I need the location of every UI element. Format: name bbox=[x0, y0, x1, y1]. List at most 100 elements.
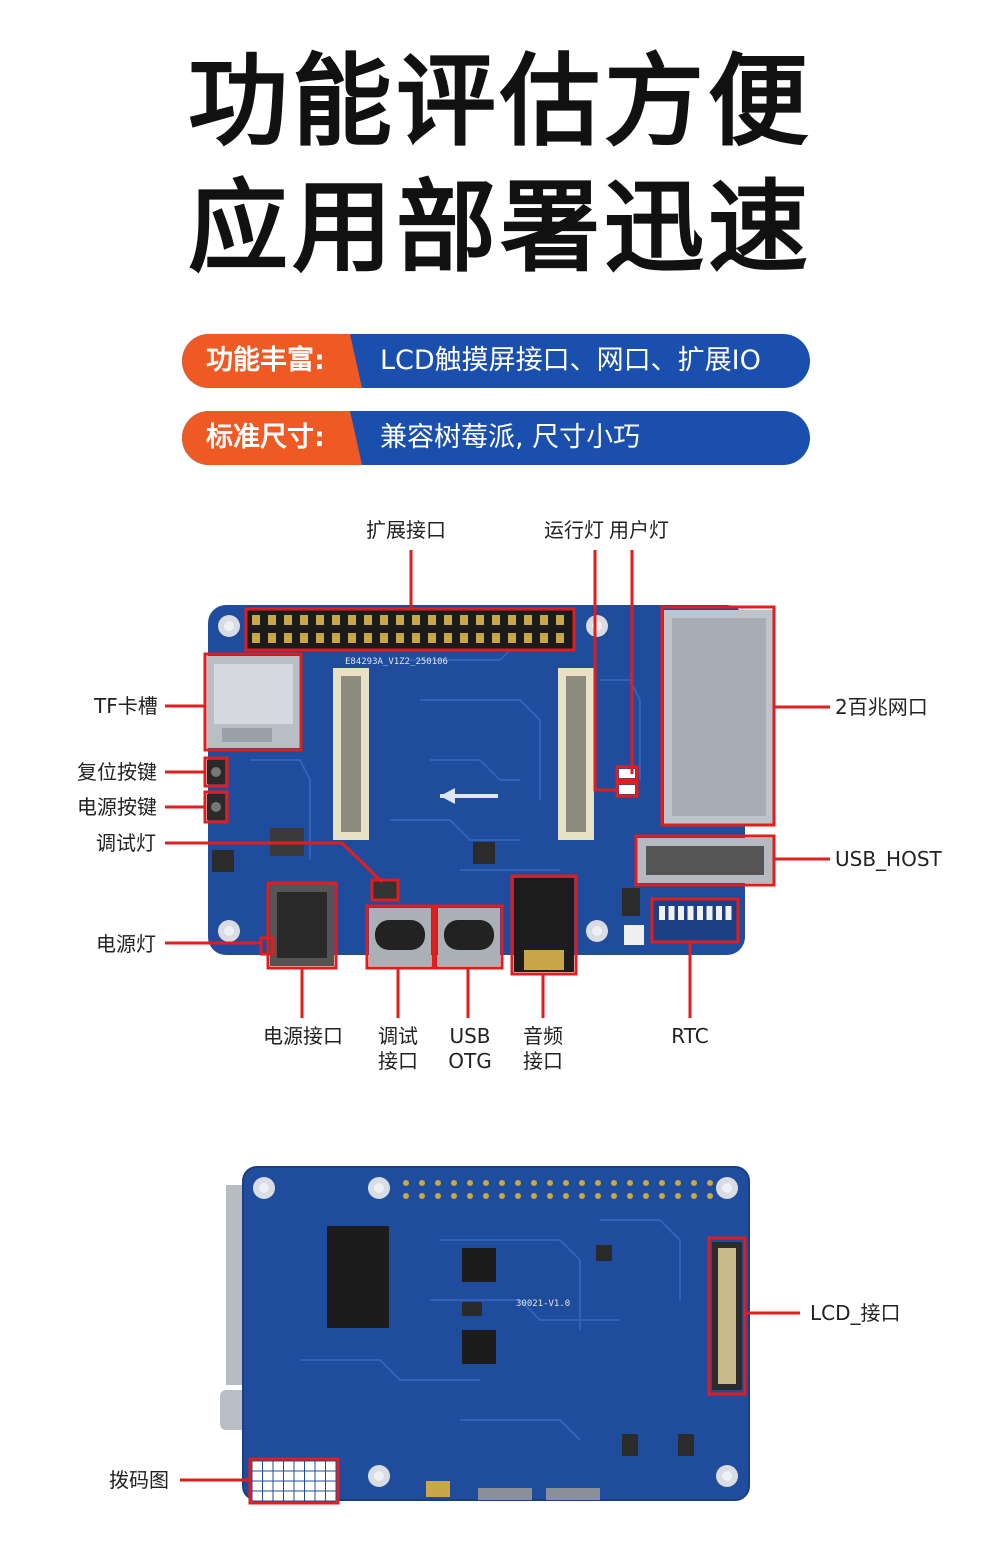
header-pin-hole bbox=[611, 1180, 617, 1186]
gpio-pin bbox=[492, 633, 500, 643]
dip-switch-key bbox=[697, 906, 703, 920]
header-pin-hole bbox=[707, 1180, 713, 1186]
gpio-pin bbox=[508, 633, 516, 643]
dip-switch-key bbox=[716, 906, 722, 920]
feature-banner-functions: 功能丰富: LCD触摸屏接口、网口、扩展IO bbox=[182, 334, 810, 388]
header-pin-hole bbox=[531, 1180, 537, 1186]
header-pin-hole bbox=[483, 1180, 489, 1186]
gpio-pin bbox=[348, 633, 356, 643]
gpio-pin bbox=[316, 633, 324, 643]
gpio-pin bbox=[428, 615, 436, 625]
header-pin-hole bbox=[675, 1193, 681, 1199]
banner-tag: 标准尺寸: bbox=[182, 411, 362, 465]
header-pin-hole bbox=[419, 1193, 425, 1199]
gpio-pin bbox=[332, 633, 340, 643]
header-pin-hole bbox=[691, 1193, 697, 1199]
header-pin-hole bbox=[435, 1180, 441, 1186]
gpio-pin bbox=[476, 615, 484, 625]
gpio-pin bbox=[332, 615, 340, 625]
top-board-silkscreen: E84293A_V1Z2_250106 bbox=[345, 657, 448, 667]
header-pin-hole bbox=[627, 1193, 633, 1199]
gpio-pin bbox=[460, 615, 468, 625]
callout-audio-port-line-1: 音频 bbox=[523, 1024, 563, 1048]
gpio-pin bbox=[492, 615, 500, 625]
gpio-pin bbox=[316, 615, 324, 625]
header-pin-hole bbox=[483, 1193, 489, 1199]
header-pin-hole bbox=[563, 1193, 569, 1199]
header-pin-hole bbox=[595, 1193, 601, 1199]
callout-debug-port: 调试 接口 bbox=[368, 1024, 428, 1074]
callout-audio-port-line-2: 接口 bbox=[523, 1049, 563, 1073]
gpio-pin bbox=[268, 615, 276, 625]
header-pin-hole bbox=[579, 1180, 585, 1186]
gpio-pin bbox=[284, 615, 292, 625]
callout-audio-port: 音频 接口 bbox=[513, 1024, 573, 1074]
header-pin-hole bbox=[675, 1180, 681, 1186]
gpio-pin bbox=[396, 615, 404, 625]
gpio-pin bbox=[508, 615, 516, 625]
banner-text: LCD触摸屏接口、网口、扩展IO bbox=[380, 345, 761, 376]
gpio-pin bbox=[540, 633, 548, 643]
gpio-pin bbox=[396, 633, 404, 643]
gpio-pin bbox=[412, 633, 420, 643]
banner-text: 兼容树莓派, 尺寸小巧 bbox=[380, 422, 641, 453]
gpio-pin bbox=[556, 615, 564, 625]
gpio-pin bbox=[412, 615, 420, 625]
header-pin-hole bbox=[403, 1180, 409, 1186]
gpio-pin bbox=[252, 615, 260, 625]
header-pin-hole bbox=[547, 1180, 553, 1186]
header-pin-hole bbox=[451, 1180, 457, 1186]
callout-usb-otg-line-1: USB bbox=[449, 1024, 491, 1048]
memory-chip bbox=[327, 1226, 389, 1328]
header-pin-hole bbox=[643, 1193, 649, 1199]
gpio-pin bbox=[380, 633, 388, 643]
bottom-board: 30021-V1.0 bbox=[220, 1166, 750, 1502]
header-pin-hole bbox=[499, 1193, 505, 1199]
gpio-pin bbox=[252, 633, 260, 643]
callout-expansion-header: 扩展接口 bbox=[366, 518, 446, 542]
callout-power-port: 电源接口 bbox=[263, 1024, 343, 1048]
header-pin-hole bbox=[419, 1180, 425, 1186]
callout-tf-slot: TF卡槽 bbox=[94, 694, 158, 718]
callout-usb-otg-line-2: OTG bbox=[448, 1049, 492, 1073]
header-pin-hole bbox=[403, 1193, 409, 1199]
header-pin-hole bbox=[659, 1180, 665, 1186]
dip-switch bbox=[653, 900, 737, 940]
callout-rtc: RTC bbox=[671, 1024, 709, 1048]
header-pin-hole bbox=[547, 1193, 553, 1199]
callout-ethernet: 2百兆网口 bbox=[835, 695, 928, 719]
callout-lcd-connector: LCD_接口 bbox=[810, 1301, 901, 1325]
callout-debug-port-line-2: 接口 bbox=[378, 1049, 418, 1073]
dip-switch-key bbox=[659, 906, 665, 920]
callout-usb-otg: USB OTG bbox=[440, 1024, 500, 1074]
gpio-pin bbox=[540, 615, 548, 625]
header-pin-hole bbox=[595, 1180, 601, 1186]
gpio-pin bbox=[444, 615, 452, 625]
header-pin-hole bbox=[579, 1193, 585, 1199]
gpio-pin bbox=[476, 633, 484, 643]
dip-switch-key bbox=[725, 906, 732, 920]
header-pin-hole bbox=[627, 1180, 633, 1186]
bottom-board-silkscreen: 30021-V1.0 bbox=[516, 1299, 570, 1309]
gpio-pin bbox=[428, 633, 436, 643]
callout-debug-port-line-1: 调试 bbox=[378, 1024, 418, 1048]
callout-run-led: 运行灯 bbox=[544, 518, 604, 542]
callout-usb-host: USB_HOST bbox=[835, 847, 942, 871]
headline-line-1: 功能评估方便 bbox=[188, 43, 812, 160]
gpio-pin bbox=[444, 633, 452, 643]
gpio-pin bbox=[460, 633, 468, 643]
header-pin-hole bbox=[611, 1193, 617, 1199]
dip-switch-key bbox=[706, 906, 713, 920]
header-pin-hole bbox=[467, 1180, 473, 1186]
callout-debug-led: 调试灯 bbox=[96, 831, 156, 855]
gpio-pin bbox=[268, 633, 276, 643]
callout-user-led: 用户灯 bbox=[609, 518, 669, 542]
gpio-pin bbox=[300, 615, 308, 625]
header-pin-hole bbox=[515, 1180, 521, 1186]
header-pin-hole bbox=[659, 1193, 665, 1199]
feature-banner-size: 标准尺寸: 兼容树莓派, 尺寸小巧 bbox=[182, 411, 810, 465]
gpio-pin bbox=[524, 615, 532, 625]
gpio-pin bbox=[556, 633, 564, 643]
header-pin-hole bbox=[707, 1193, 713, 1199]
